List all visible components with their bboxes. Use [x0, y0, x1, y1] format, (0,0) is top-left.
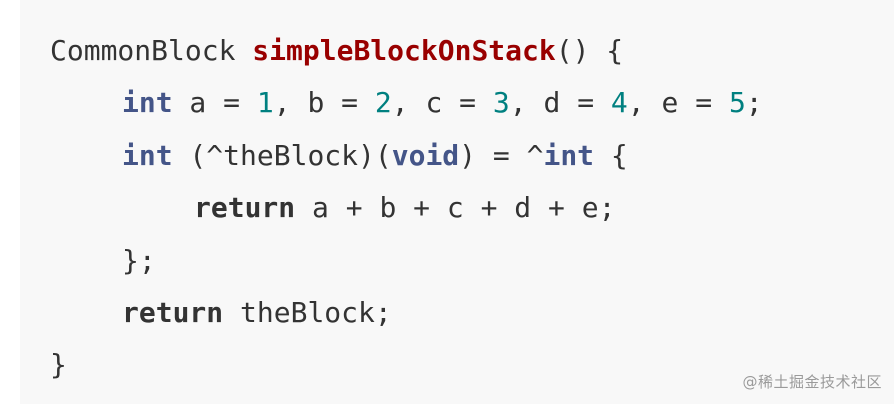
statement-end: ;: [745, 86, 763, 120]
block-return-type: int: [543, 138, 595, 172]
var-c-value: 3: [492, 86, 510, 120]
var-d-decl: , d =: [509, 86, 611, 120]
signature-tail: () {: [555, 34, 624, 67]
code-line-4: return a + b + c + d + e;: [50, 188, 894, 240]
code-block: CommonBlock simpleBlockOnStack() { int a…: [20, 0, 894, 404]
block-close-brace: };: [122, 243, 156, 277]
var-d-value: 4: [610, 86, 628, 120]
return-expression: a + b + c + d + e;: [295, 191, 616, 225]
var-c-decl: , c =: [391, 86, 493, 120]
return-type: CommonBlock: [50, 34, 236, 67]
code-line-6: return theBlock;: [50, 293, 894, 345]
code-line-2: int a = 1, b = 2, c = 3, d = 4, e = 5;: [50, 83, 894, 135]
watermark-text: @稀土掘金技术社区: [742, 373, 882, 391]
param-type-keyword: void: [391, 138, 460, 172]
type-keyword: int: [122, 86, 173, 120]
code-line-3: int (^theBlock)(void) = ^int {: [50, 136, 894, 188]
type-keyword: int: [122, 138, 173, 172]
block-name: (^theBlock)(: [172, 138, 392, 172]
var-b-value: 2: [374, 86, 392, 120]
block-open-brace: {: [594, 138, 628, 172]
var-b-decl: , b =: [273, 86, 375, 120]
return-expression: theBlock;: [223, 295, 392, 329]
var-e-value: 5: [728, 86, 746, 120]
code-line-1: CommonBlock simpleBlockOnStack() {: [50, 31, 894, 83]
code-line-7: }: [50, 345, 894, 397]
block-assign: ) = ^: [459, 138, 544, 172]
return-keyword: return: [122, 295, 224, 329]
return-keyword: return: [194, 191, 296, 225]
function-close-brace: }: [50, 348, 67, 382]
var-a-decl: a =: [172, 86, 257, 120]
function-name: simpleBlockOnStack: [252, 34, 556, 67]
code-line-5: };: [50, 241, 894, 293]
var-e-decl: , e =: [627, 86, 729, 120]
var-a-value: 1: [256, 86, 274, 120]
